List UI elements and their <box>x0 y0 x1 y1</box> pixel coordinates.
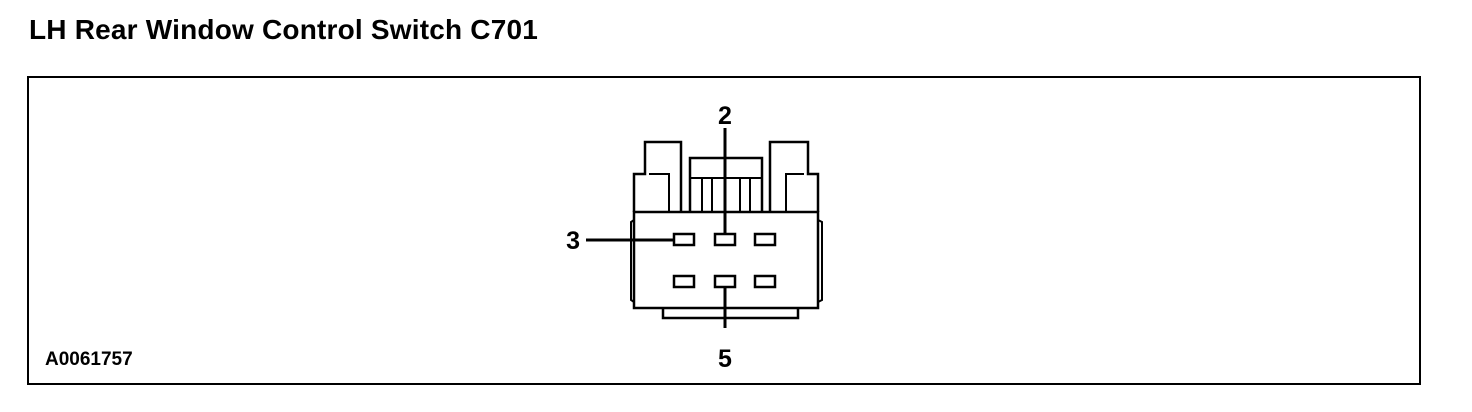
pin-cavity-4 <box>753 274 777 289</box>
pin-cavity-6 <box>672 274 696 289</box>
right-side-tab <box>817 219 823 303</box>
diagram-title: LH Rear Window Control Switch C701 <box>29 14 539 45</box>
pin-label-2: 2 <box>718 102 732 130</box>
diagram-frame: 2 3 5 A0061757 <box>27 76 1421 385</box>
bottom-key <box>661 308 800 320</box>
pin-label-5: 5 <box>718 345 732 373</box>
right-latch <box>768 140 820 212</box>
pin-label-3: 3 <box>566 227 580 255</box>
left-latch <box>632 140 683 212</box>
left-side-tab <box>630 219 635 303</box>
figure-reference-code: A0061757 <box>45 349 133 370</box>
pin-cavity-1 <box>753 232 777 247</box>
connector-diagram: 2 3 5 <box>566 102 823 373</box>
